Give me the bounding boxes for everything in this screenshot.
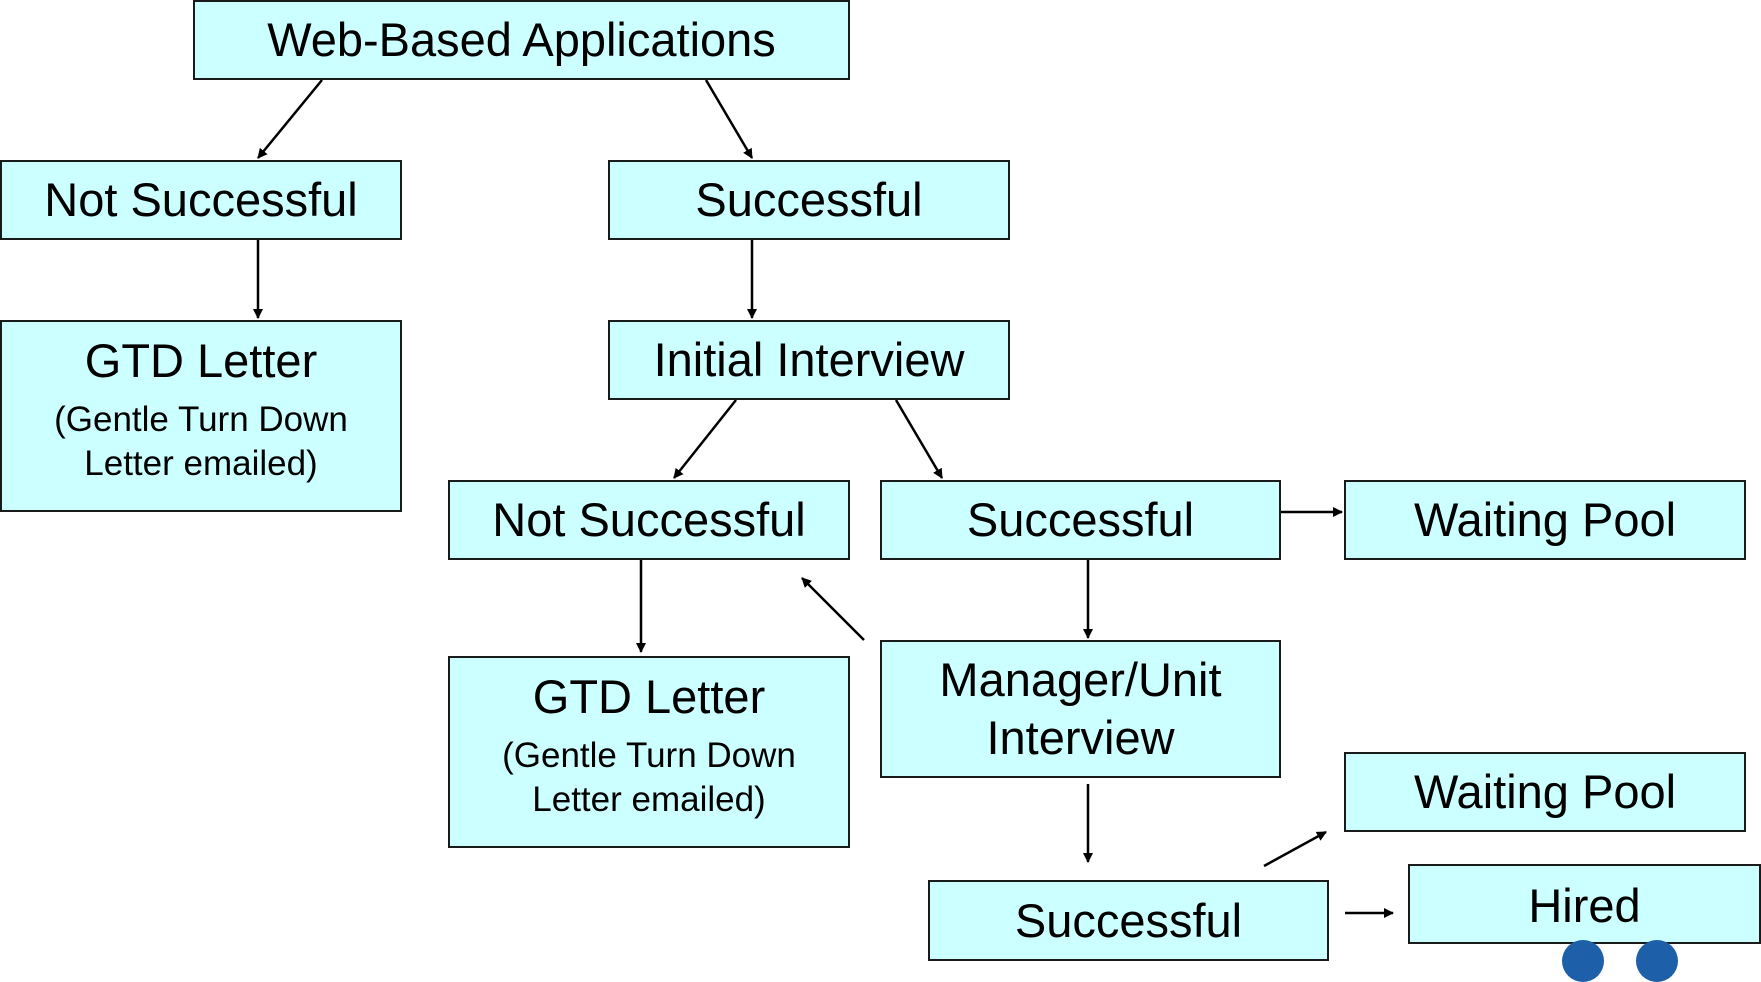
final-successful-box: Successful bbox=[928, 880, 1329, 961]
manager-unit-interview-label: Manager/Unit Interview bbox=[939, 653, 1222, 764]
arrow-initial-interview-to-not-successful bbox=[673, 399, 737, 479]
interview-successful-box: Successful bbox=[880, 480, 1281, 560]
web-based-applications-box: Web-Based Applications bbox=[193, 0, 850, 80]
interview-not-successful-box: Not Successful bbox=[448, 480, 850, 560]
interview-successful-label: Successful bbox=[966, 493, 1195, 546]
gtd-letter-note: (Gentle Turn Down Letter emailed) bbox=[54, 400, 348, 483]
arrow-initial-interview-to-successful bbox=[894, 399, 944, 479]
arrow-successful-to-waiting-pool-2 bbox=[1263, 830, 1327, 868]
successful-label: Successful bbox=[695, 173, 923, 226]
arrow-manager-interview-to-not-successful bbox=[801, 577, 865, 641]
arrow-root-to-successful bbox=[704, 79, 754, 159]
successful-box: Successful bbox=[608, 160, 1010, 240]
initial-interview-label: Initial Interview bbox=[653, 333, 965, 386]
initial-interview-box: Initial Interview bbox=[608, 320, 1010, 400]
waiting-pool-label-2: Waiting Pool bbox=[1413, 765, 1677, 818]
connector-arrows bbox=[253, 79, 1394, 918]
arrow-root-to-not-successful bbox=[257, 79, 323, 159]
hired-label: Hired bbox=[1528, 879, 1641, 932]
not-successful-label: Not Successful bbox=[44, 173, 358, 226]
gtd-letter-title-2: GTD Letter bbox=[532, 670, 766, 723]
interview-not-successful-label: Not Successful bbox=[492, 493, 806, 546]
decorative-dot-icon bbox=[1562, 940, 1604, 982]
final-successful-label: Successful bbox=[1014, 893, 1243, 947]
gtd-letter-note-2: (Gentle Turn Down Letter emailed) bbox=[502, 736, 796, 819]
decorative-dot-icon-2 bbox=[1636, 940, 1678, 982]
gtd-letter-title: GTD Letter bbox=[84, 334, 318, 387]
not-successful-box: Not Successful bbox=[0, 160, 402, 240]
waiting-pool-box-2: Waiting Pool bbox=[1344, 752, 1746, 832]
waiting-pool-box: Waiting Pool bbox=[1344, 480, 1746, 560]
gtd-letter-box-2: GTD Letter (Gentle Turn Down Letter emai… bbox=[448, 656, 850, 848]
manager-unit-interview-box: Manager/Unit Interview bbox=[880, 640, 1281, 778]
web-based-applications-label: Web-Based Applications bbox=[267, 13, 776, 66]
hired-box: Hired bbox=[1408, 864, 1761, 944]
waiting-pool-label: Waiting Pool bbox=[1413, 493, 1677, 546]
gtd-letter-box: GTD Letter (Gentle Turn Down Letter emai… bbox=[0, 320, 402, 512]
